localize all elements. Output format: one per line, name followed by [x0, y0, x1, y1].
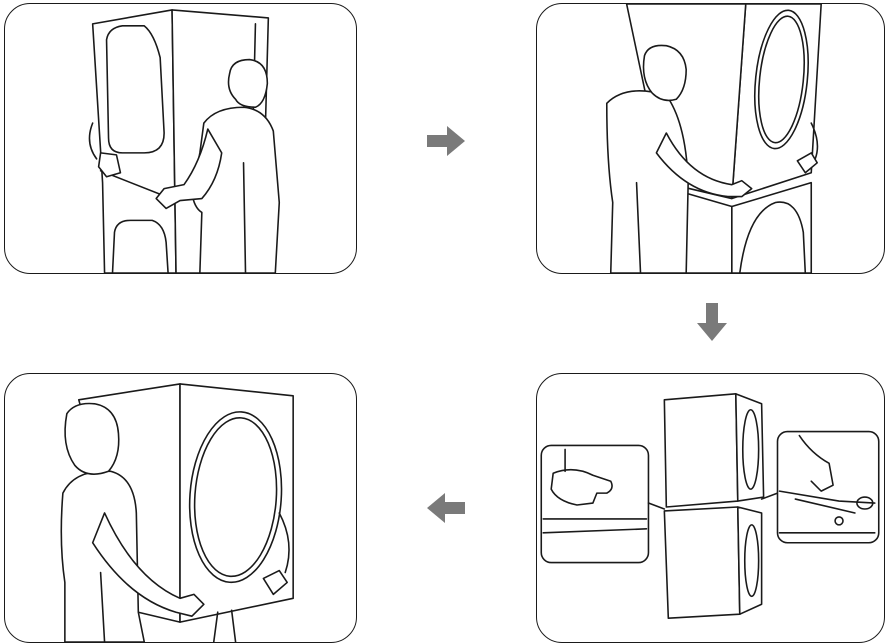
arrow-down-icon	[697, 303, 727, 341]
step-4-carry-panel	[4, 373, 357, 643]
person-placing-unit-on-washer-icon	[537, 4, 884, 273]
step-1-lift-panel	[4, 3, 357, 274]
detail-inset-left	[541, 445, 648, 562]
arrow-left-icon	[427, 493, 465, 523]
stacked-units-securing-detail-icon	[537, 374, 884, 642]
step-3-secure-panel	[536, 373, 885, 643]
person-carrying-washer-icon	[5, 374, 356, 642]
arrow-right-icon	[427, 126, 465, 156]
step-2-place-panel	[536, 3, 885, 274]
person-lifting-unit-icon	[5, 4, 356, 273]
